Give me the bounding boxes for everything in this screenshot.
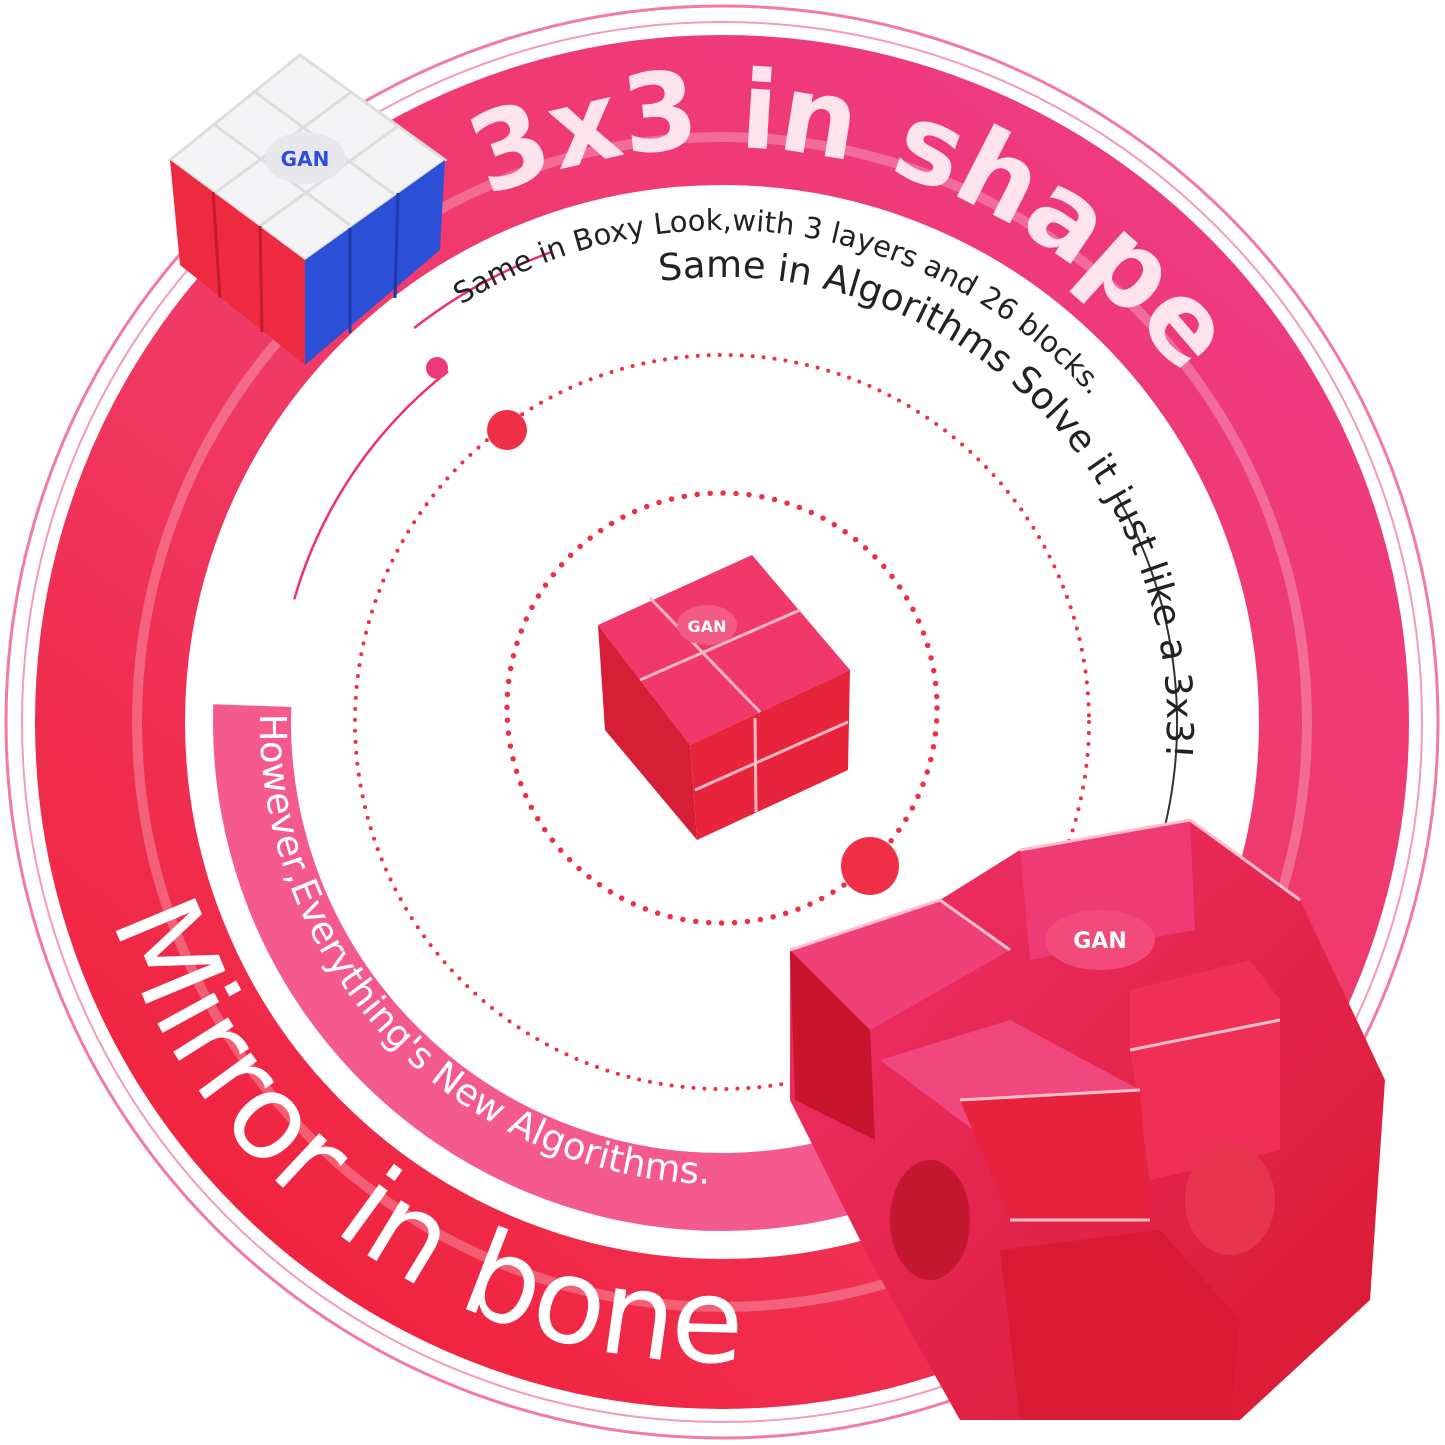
cube-logo: GAN — [1073, 929, 1127, 954]
thin-arc-line — [413, 250, 552, 329]
thin-arc-line — [1115, 494, 1178, 863]
inner-band — [213, 704, 880, 1231]
dot — [487, 410, 527, 450]
outer-ring — [4, 4, 1440, 1440]
band-highlight — [132, 132, 1312, 1312]
main-band — [35, 35, 1409, 1409]
dot — [426, 357, 448, 379]
cube-logo: GAN — [281, 147, 330, 171]
cube-logo: GAN — [688, 617, 727, 636]
dotted-circle-inner — [504, 490, 940, 926]
large-mirror-cube-image: GAN — [789, 818, 1385, 1420]
center-mirror-cube-image: GAN — [598, 555, 850, 840]
standard-cube-image: GAN — [167, 53, 448, 365]
headline-top: 3x3 in shape — [453, 48, 1258, 393]
dot — [841, 837, 899, 895]
thin-arc-line — [293, 370, 449, 600]
outer-ring-2 — [21, 21, 1423, 1423]
dotted-circle-outer — [353, 353, 1091, 1091]
